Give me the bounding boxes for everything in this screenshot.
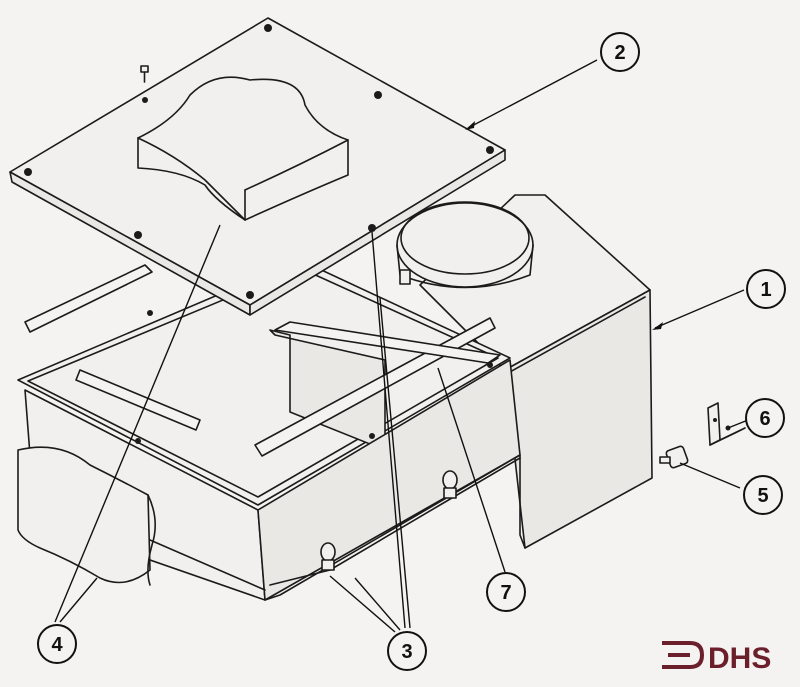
standoff-part bbox=[659, 445, 689, 469]
dhs-logo-mark bbox=[662, 641, 705, 669]
callout-1: 1 bbox=[746, 269, 786, 309]
tray-rim bbox=[17, 259, 511, 506]
bracket-part bbox=[707, 402, 746, 446]
mounting-straps bbox=[24, 264, 501, 457]
callout-3-label: 3 bbox=[401, 641, 412, 663]
dhs-logo-text: DHS bbox=[708, 642, 771, 675]
top-plate-edge-right bbox=[249, 149, 506, 316]
callout-4: 4 bbox=[37, 624, 77, 664]
duct-liner-face bbox=[17, 446, 151, 584]
filter-insert bbox=[137, 76, 349, 221]
callout-6-label: 6 bbox=[759, 408, 770, 430]
strap-back bbox=[274, 321, 501, 364]
callout-7-label: 7 bbox=[500, 582, 511, 604]
dhs-logo: DHS bbox=[662, 641, 771, 675]
filter-insert-top bbox=[137, 76, 349, 221]
callout-2-label: 2 bbox=[614, 42, 625, 64]
thumb-screw-back bbox=[399, 269, 411, 285]
callout-4-label: 4 bbox=[51, 634, 63, 656]
leader-lines bbox=[54, 59, 749, 633]
duct-liner bbox=[17, 446, 156, 586]
thumb-screw-front bbox=[320, 542, 336, 571]
screw-top bbox=[140, 65, 149, 83]
callout-3: 3 bbox=[387, 631, 427, 671]
callout-5: 5 bbox=[743, 475, 783, 515]
thumb-screw-right bbox=[442, 470, 458, 499]
callout-2: 2 bbox=[600, 32, 640, 72]
callout-5-label: 5 bbox=[757, 485, 768, 507]
callout-1-label: 1 bbox=[760, 279, 771, 301]
callout-7: 7 bbox=[486, 572, 526, 612]
strap-left bbox=[24, 264, 153, 333]
callout-6: 6 bbox=[745, 398, 785, 438]
strap-center bbox=[75, 369, 201, 431]
